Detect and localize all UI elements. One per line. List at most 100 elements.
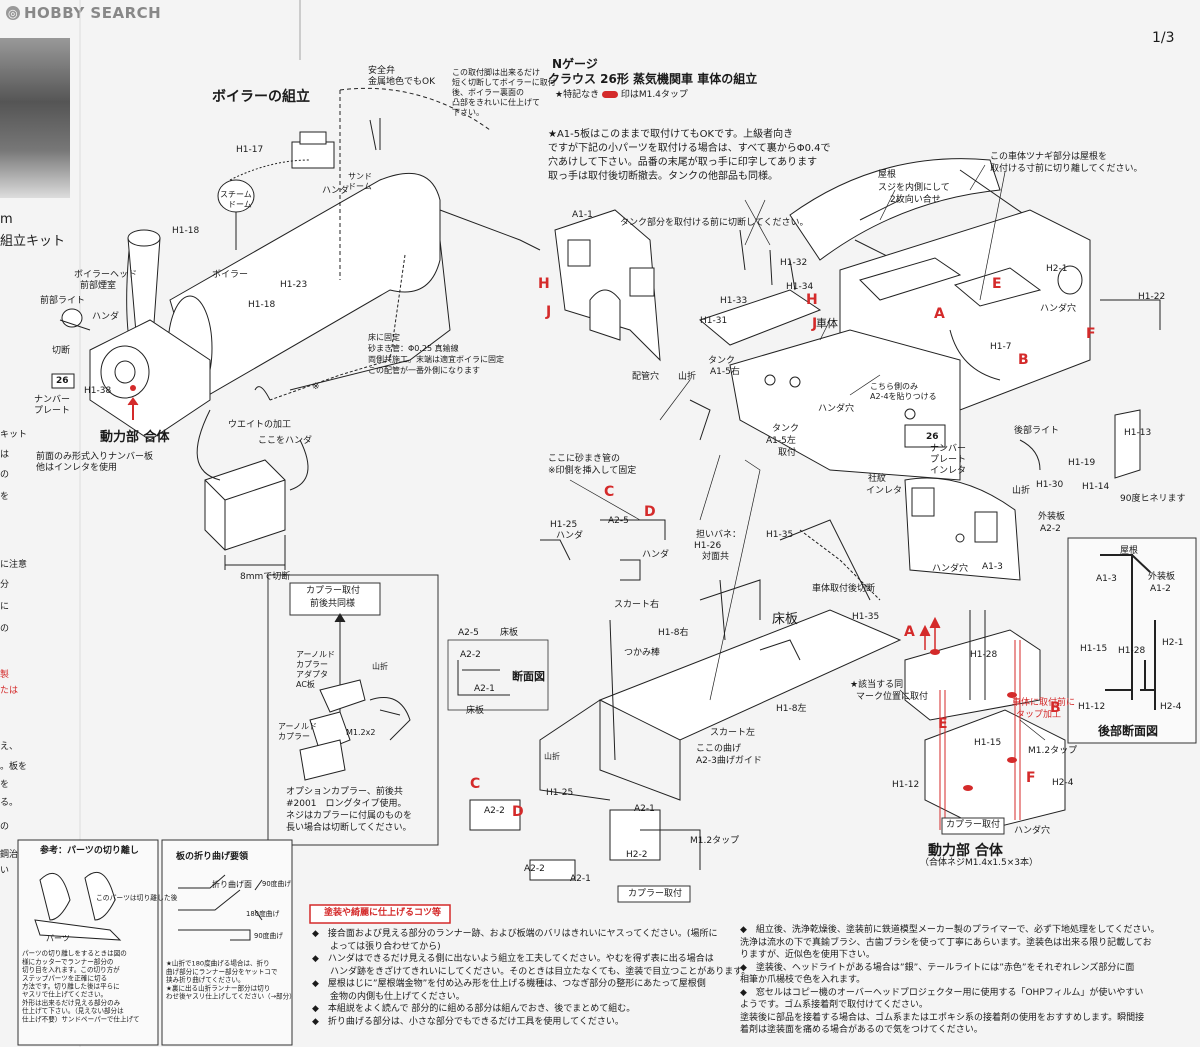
painting-right-list: ◆ 組立後、洗浄乾燥後、塗装前に鉄道模型メーカー製のプライマーで、必ず下地処理を… [740,925,1160,1035]
steam-dome-label: スチーム [220,190,252,199]
spring-part: H1-26 [694,541,722,551]
mark-h-left: H [538,276,550,292]
drive-tap: M1.2タップ [1028,746,1078,756]
paste-note: こちら側のみ [870,382,918,391]
part-a2-2-low: A2-2 [484,806,505,816]
cut-tip-part-note: このパーツは切り離した後 [96,894,178,902]
mark-f-drive: F [1026,770,1036,786]
fold-90b-label: 90度曲げ [254,932,284,940]
fold-tip-title: 板の折り曲げ要領 [176,852,249,862]
mark-b-drive: B [1050,700,1061,716]
ninety-degree-note: 90度ヒネリます [1120,494,1186,504]
same-mark-note2: マーク位置に取付 [856,692,929,702]
drive-h1-15: H1-15 [974,738,1002,748]
header-legend: ★特記なき 印はM1.4タップ [555,90,688,100]
arnold-label: アーノルド [296,650,336,659]
front-only-note: 前面のみ形式入りナンバー板 [36,452,154,462]
part-h1-8-right: H1-8右 [658,628,689,638]
sand-pipe-note: ここに砂まき管の [548,454,621,464]
tank-note: タンク部分を取付ける前に切断してください。 [620,218,809,228]
weight-title: ウエイトの加工 [228,420,292,430]
drive-title: 動力部 合体 [928,843,1003,859]
section-floor-top: 床板 [500,628,519,638]
drive-h1-28: H1-28 [970,650,998,660]
section-a2-5: A2-5 [458,628,479,638]
part-h1-8-left: H1-8左 [776,704,807,714]
part-h1-35-right: H1-35 [852,612,880,622]
part-h1-14: H1-14 [1082,482,1110,492]
part-a2-1-mid: A2-1 [634,804,655,814]
mark-j-right: J [812,316,818,332]
body-mountain-fold: 山折 [678,372,697,382]
floor-coupler-fix: カプラー取付 [628,889,683,899]
drive-drawing [904,610,1066,831]
screw-label: M1.2x2 [346,728,376,737]
part-h1-25-bottom: H1-25 [546,788,574,798]
front-only-note2: 他はインレタを使用 [36,463,118,473]
floor-fix-note: 床に固定 砂まき管：Φ0.25 真鍮線 両側共施工。末端は適宜ボイラに固定 この… [368,333,504,375]
weight-cut: 8mmで切断 [240,572,291,582]
tap-note2: タップ加工 [1016,710,1062,720]
roof-note: スジを内側にして [878,183,950,193]
rear-h1-15: H1-15 [1080,644,1108,654]
coupler-drawing [299,613,411,781]
body-drawing [729,209,1161,481]
cut-note: この取付脚は出来るだけ 短く切断してボイラーに取付 後、ボイラー裏面の 凸部をき… [452,68,556,117]
mark-d-top: D [644,504,656,520]
part-h1-25-top: H1-25 [550,520,578,530]
header-series: Nゲージ [552,57,598,71]
part-a2-1-bottom: A2-1 [570,874,591,884]
mark-j-left: J [546,304,552,320]
rear-h1-12: H1-12 [1078,702,1106,712]
body-decal: インレタ [930,466,967,476]
fold-paragraph: ★山折で180度曲げる場合は、折り 曲げ部分にランナー部分をヤットコで 挟み折り… [166,960,296,1001]
skirt-right: スカート右 [614,600,660,610]
drive-h1-12: H1-12 [892,780,920,790]
mark-h-right: H [806,292,818,308]
mark-d-bottom: D [512,804,524,820]
joint-note2: 取付ける寸前に切り離してください。 [990,164,1143,174]
front-solder-label: ハンダ [92,312,120,322]
part-h1-34: H1-34 [786,282,814,292]
cut-tip-title: 参考：パーツの切り離し [40,846,139,856]
section-title: 断面図 [512,670,545,683]
mark-b-body: B [1018,352,1029,368]
body-label: 車体 [816,317,838,330]
rear-section-title: 後部断面図 [1098,724,1159,738]
part-a1-3: A1-3 [982,562,1003,572]
fold-180-label: 180度曲げ [246,910,280,918]
optional-coupler-note: オプションカプラー、前後共 #2001 ロングタイプ使用。 ネジはカプラーに付属… [286,787,413,833]
left-m: m [0,212,13,227]
joint-note: この車体ツナギ部分は屋根を [990,152,1108,162]
boiler-title: ボイラーの組立 [212,89,310,105]
part-h1-33: H1-33 [720,296,748,306]
part-h1-22: H1-22 [1138,292,1166,302]
instructions: ★A1-5板はこのままで取付けてもOKです。上級者向き ですが下記の小パーツを取… [548,129,831,182]
boiler-solder-label: ハンダ [322,186,350,196]
tank-right-part: A1-5右 [710,367,740,377]
header-title: クラウス 26形 蒸気機関車 車体の組立 [548,72,758,86]
rear-section-drawing [1100,554,1156,710]
outer-panel-drawing [904,477,1021,581]
smokebox-label: 前部煙室 [80,281,117,291]
painting-left-list: ◆ 接合面および見える部分のランナー跡、および板端のバリはきれいにヤスってくださ… [312,929,751,1027]
part-h1-30: H1-30 [1036,480,1064,490]
body-number-plate: ナンバー [930,444,967,454]
tap-note: 車体に取付前に [1012,698,1076,708]
tank-left-fix: 取付 [778,448,797,458]
part-h2-1: H2-1 [1046,264,1068,274]
part-h1-18-top: H1-18 [172,226,200,236]
steam-dome-label2: ドーム [228,200,252,209]
coupler-title: カプラー取付 [306,586,361,596]
rear-roof: 屋根 [1120,546,1139,556]
coupler-mountain-fold: 山折 [372,662,388,671]
body-solder-hole2: ハンダ穴 [818,404,855,414]
body-number-26: 26 [926,432,939,442]
model-photo [0,38,70,198]
painting-title: 塗装や綺麗に仕上げるコツ等 [324,908,442,918]
cut-paragraph: パーツの切り離しをするときは図の 様にカッターでランナー部分の 切り目を入れます… [22,950,140,1023]
grab-bar-label: つかみ棒 [624,648,661,658]
h1-25-solder: ハンダ [556,531,584,541]
boiler-label: ボイラー [212,270,249,280]
